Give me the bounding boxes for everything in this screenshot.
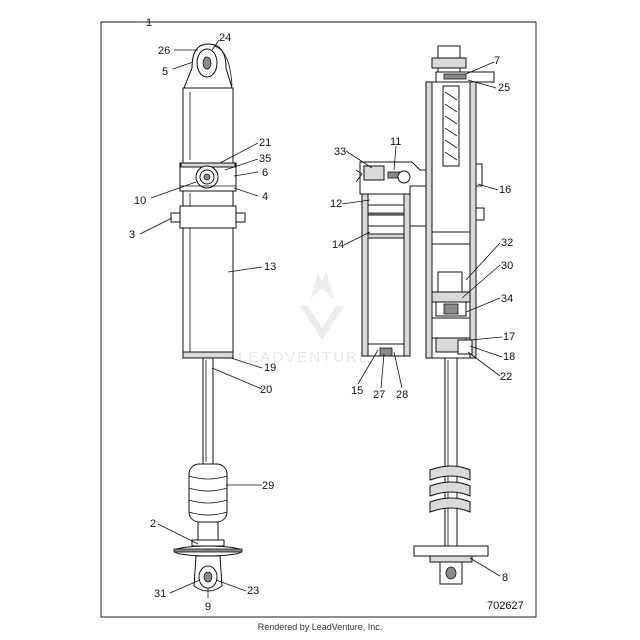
callout-6: 6 <box>262 167 268 179</box>
callout-11: 11 <box>390 136 401 148</box>
callout-31: 31 <box>154 588 166 600</box>
callout-2: 2 <box>150 518 156 530</box>
callout-labels: 1 26 24 5 21 35 6 10 4 3 13 19 20 29 2 3… <box>129 17 524 613</box>
drawing-number: 702627 <box>487 600 524 612</box>
footer-credit: Rendered by LeadVenture, Inc. <box>257 622 383 632</box>
callout-28: 28 <box>396 389 408 401</box>
watermark-text: LEADVENTURE <box>238 349 371 366</box>
shock-cutaway <box>413 45 495 585</box>
callout-29: 29 <box>262 480 274 492</box>
callout-21: 21 <box>259 137 271 149</box>
callout-10: 10 <box>134 195 146 207</box>
reservoir-cutaway <box>355 161 431 357</box>
callout-34: 34 <box>501 293 513 305</box>
callout-19: 19 <box>264 362 276 374</box>
callout-27: 27 <box>373 389 385 401</box>
callout-17: 17 <box>503 331 515 343</box>
callout-20: 20 <box>260 384 272 396</box>
callout-16: 16 <box>499 184 511 196</box>
callout-25: 25 <box>498 82 510 94</box>
callout-22: 22 <box>500 371 512 383</box>
callout-33: 33 <box>334 146 346 158</box>
callout-30: 30 <box>501 260 513 272</box>
callout-15: 15 <box>351 385 363 397</box>
callout-18: 18 <box>503 351 515 363</box>
callout-14: 14 <box>332 239 344 251</box>
callout-4: 4 <box>262 191 268 203</box>
callout-5: 5 <box>162 66 168 78</box>
callout-12: 12 <box>330 198 342 210</box>
leadventure-watermark: LEADVENTURE <box>238 272 371 366</box>
callout-35: 35 <box>259 153 271 165</box>
callout-32: 32 <box>501 237 513 249</box>
callout-9: 9 <box>205 601 211 613</box>
callout-23: 23 <box>247 585 259 597</box>
callout-26: 26 <box>158 45 170 57</box>
assembled-shock <box>170 43 246 592</box>
callout-24: 24 <box>219 32 231 44</box>
callout-7: 7 <box>494 55 500 67</box>
callout-8: 8 <box>502 572 508 584</box>
callout-3: 3 <box>129 229 135 241</box>
frame-label: 1 <box>146 17 152 29</box>
callout-13: 13 <box>264 261 276 273</box>
leader-lines <box>139 39 503 598</box>
